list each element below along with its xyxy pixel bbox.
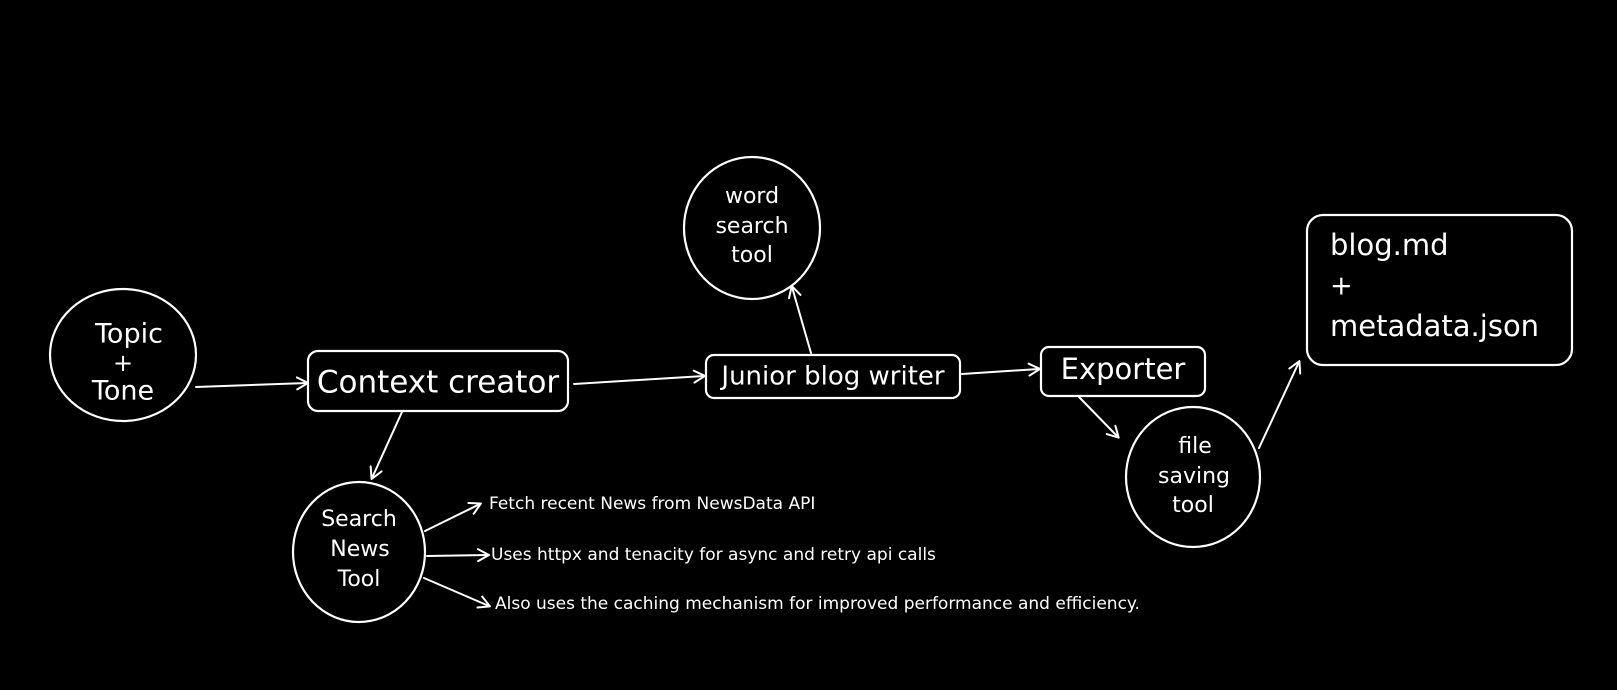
arrow-file-saving-to-output <box>1258 360 1302 449</box>
file-tool-label: tool <box>1172 493 1214 518</box>
context-creator-node: Context creator <box>306 349 570 413</box>
search-news-line2: News <box>330 537 389 562</box>
search-news-line1: Search <box>321 507 397 532</box>
arrow-context-to-search-news <box>369 411 403 480</box>
word-label: word <box>725 184 779 209</box>
search-label: search <box>715 214 788 239</box>
output-plus-label: + <box>1330 271 1353 302</box>
tone-label: Tone <box>91 376 154 407</box>
topic-label: Topic <box>94 319 163 350</box>
arrow-search-news-to-note-2 <box>426 548 490 563</box>
arrow-writer-to-word-search <box>788 285 812 354</box>
topic-plus-label: + <box>113 349 133 377</box>
arrow-topic-to-context <box>195 376 309 391</box>
file-saving-tool-node: file saving tool <box>1124 405 1262 549</box>
output-node: blog.md + metadata.json <box>1305 213 1574 367</box>
search-news-line3: Tool <box>337 567 381 592</box>
note-caching: Also uses the caching mechanism for impr… <box>495 594 1140 614</box>
arrow-exporter-to-file-saving <box>1078 396 1120 439</box>
note-fetch-news: Fetch recent News from NewsData API <box>489 494 815 514</box>
arrow-search-news-to-note-1 <box>424 502 482 532</box>
exporter-node: Exporter <box>1039 345 1207 398</box>
file-label: file <box>1178 434 1212 459</box>
metadata-json-label: metadata.json <box>1330 309 1539 343</box>
blog-md-label: blog.md <box>1330 228 1449 262</box>
junior-blog-writer-label: Junior blog writer <box>719 362 944 392</box>
saving-label: saving <box>1158 464 1230 489</box>
arrow-context-to-writer <box>573 369 706 385</box>
tool-label: tool <box>731 243 773 268</box>
search-news-tool-node: Search News Tool <box>291 480 427 624</box>
arrow-writer-to-exporter <box>961 362 1041 377</box>
topic-tone-node: Topic + Tone <box>48 287 198 423</box>
exporter-label: Exporter <box>1061 352 1186 386</box>
context-creator-label: Context creator <box>317 365 560 401</box>
word-search-tool-node: word search tool <box>682 155 822 301</box>
arrow-search-news-to-note-3 <box>423 577 491 609</box>
note-httpx-tenacity: Uses httpx and tenacity for async and re… <box>491 545 936 565</box>
junior-blog-writer-node: Junior blog writer <box>704 353 962 400</box>
